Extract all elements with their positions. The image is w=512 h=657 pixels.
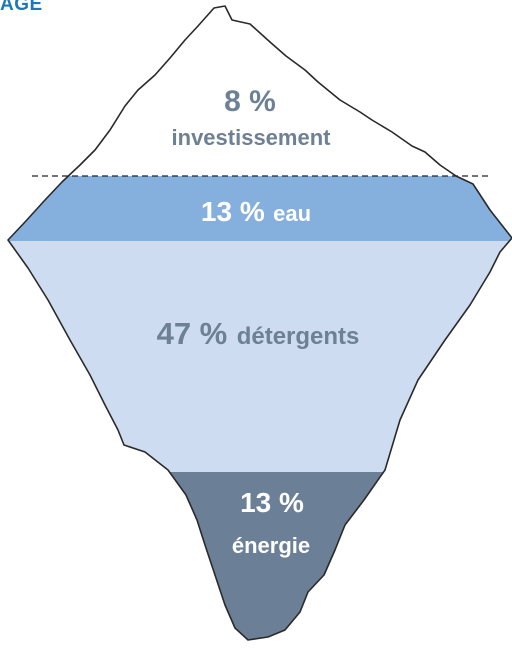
energy-label: énergie	[232, 533, 310, 558]
water-label: 13 % eau	[201, 196, 311, 227]
segment-detergents	[8, 241, 512, 472]
detergents-name: détergents	[237, 323, 360, 350]
heading-fragment: AGE	[0, 0, 43, 15]
detergents-pct: 47 %	[157, 316, 228, 351]
water-name: eau	[273, 201, 311, 226]
investment-pct: 8 %	[224, 85, 276, 118]
energy-pct: 13 %	[240, 487, 304, 518]
segment-water	[8, 176, 512, 241]
investment-label: investissement	[172, 125, 332, 150]
detergents-label: 47 % détergents	[157, 316, 360, 351]
water-pct: 13 %	[201, 196, 265, 227]
